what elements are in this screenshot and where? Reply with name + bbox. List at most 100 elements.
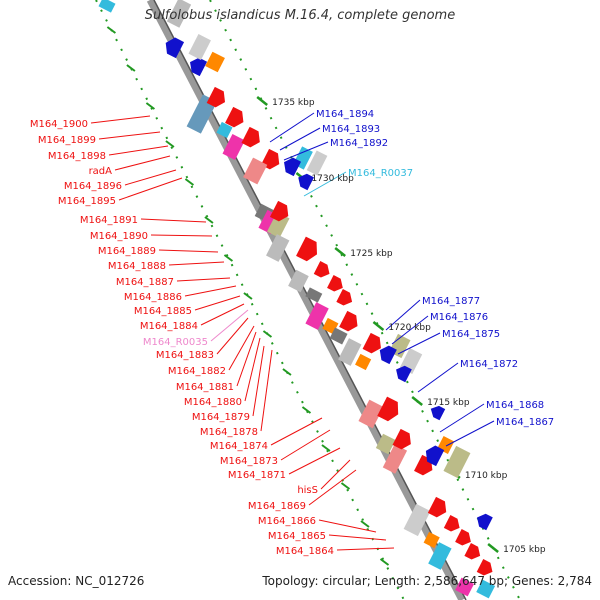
gene-callout-line xyxy=(98,131,161,140)
reverse-gene-arrow xyxy=(379,345,397,365)
gene-label-left: M164_1891 xyxy=(80,215,138,226)
gene-block xyxy=(329,327,348,345)
gene-callout-line xyxy=(236,331,257,387)
topology-text: Topology: circular; Length: 2,586,647 bp… xyxy=(262,574,592,588)
forward-gene-arrow xyxy=(392,428,411,450)
gene-callout-line xyxy=(269,112,315,143)
tick-marks xyxy=(106,26,499,566)
gene-label-left: M164_1890 xyxy=(90,231,148,242)
tick-label: 1735 kbp xyxy=(272,98,315,108)
gene-label-right: M164_1875 xyxy=(442,329,500,340)
gene-label-left: M164_1866 xyxy=(258,516,316,527)
gene-callout-line xyxy=(124,169,177,186)
tick-label: 1730 kbp xyxy=(311,174,354,184)
forward-gene-arrow xyxy=(339,310,358,332)
reverse-gene-arrow xyxy=(430,405,446,421)
gene-block xyxy=(98,0,116,13)
minor-tick-mark xyxy=(106,26,117,34)
gene-callout-line xyxy=(280,429,331,461)
gene-label-left: M164_1880 xyxy=(184,397,242,408)
forward-gene-arrow xyxy=(476,559,493,576)
forward-gene-arrow xyxy=(313,261,330,278)
gene-block xyxy=(443,445,471,479)
gene-label-left: M164_1878 xyxy=(200,427,258,438)
gene-label-left: M164_1889 xyxy=(98,246,156,257)
forward-gene-arrow xyxy=(464,543,481,560)
forward-gene-arrow xyxy=(336,289,353,306)
gene-block xyxy=(375,433,396,455)
gene-label-left: M164_1898 xyxy=(48,151,106,162)
reverse-gene-arrow xyxy=(165,37,185,59)
gene-label-left: M164_1884 xyxy=(140,321,198,332)
tick-mark xyxy=(256,96,268,106)
reverse-gene-arrow xyxy=(425,445,445,467)
gene-block xyxy=(423,531,440,549)
gene-callout-line xyxy=(150,234,213,237)
gene-block xyxy=(428,542,452,570)
gene-label-right: M164_1872 xyxy=(460,359,518,370)
reverse-gene-arrow xyxy=(284,157,302,177)
gene-label-right: M164_1868 xyxy=(486,400,544,411)
gene-callout-line xyxy=(260,349,273,432)
gene-label-left: M164_1873 xyxy=(220,456,278,467)
gene-callout-line xyxy=(228,325,255,371)
reverse-gene-arrow xyxy=(396,365,412,383)
gene-block xyxy=(188,34,211,60)
gene-callout-line xyxy=(244,337,261,402)
left-dotted-guide xyxy=(95,0,405,600)
gene-callout-line xyxy=(336,547,395,551)
gene-label-left: M164_1895 xyxy=(58,196,116,207)
minor-tick-mark xyxy=(204,216,214,224)
gene-label-right: M164_1877 xyxy=(422,296,480,307)
gene-callout-line xyxy=(168,261,225,266)
gene-block xyxy=(305,302,329,330)
gene-block xyxy=(166,0,192,28)
gene-callout-line xyxy=(216,317,249,355)
tick-mark xyxy=(411,396,423,406)
gene-callout-line xyxy=(288,447,341,475)
gene-label-left: hisS xyxy=(297,485,318,496)
minor-tick-mark xyxy=(184,178,195,186)
minor-tick-mark xyxy=(301,406,312,414)
gene-label-right: M164_1893 xyxy=(322,124,380,135)
gene-block xyxy=(288,269,309,293)
forward-gene-arrow xyxy=(377,396,399,422)
tick-label: 1725 kbp xyxy=(350,249,393,259)
gene-callout-line xyxy=(270,417,323,446)
minor-tick-mark xyxy=(321,444,331,452)
gene-block xyxy=(305,287,323,303)
gene-label-left: M164_1888 xyxy=(108,261,166,272)
gene-labels: M164_1900M164_1899M164_1898radAM164_1896… xyxy=(30,109,554,557)
gene-label-right: M164_R0037 xyxy=(348,168,413,179)
tick-mark xyxy=(487,543,499,553)
gene-callout-line xyxy=(114,155,171,171)
gene-callout-line xyxy=(90,115,151,124)
gene-callout-line xyxy=(108,145,169,156)
gene-callout-line xyxy=(194,295,241,311)
gene-label-left: M164_1896 xyxy=(64,181,122,192)
gene-callout-line xyxy=(118,177,183,201)
tick-label: 1705 kbp xyxy=(503,545,546,555)
gene-block xyxy=(338,338,362,366)
minor-tick-mark xyxy=(223,254,234,262)
gene-block xyxy=(306,150,328,176)
gene-label-left: M164_R0035 xyxy=(143,337,208,348)
gene-callout-line xyxy=(397,332,441,355)
forward-gene-arrow xyxy=(443,515,460,532)
gene-callout-line xyxy=(439,403,485,433)
gene-label-left: M164_1899 xyxy=(38,135,96,146)
gene-label-left: M164_1883 xyxy=(156,350,214,361)
gene-callout-line xyxy=(252,345,265,417)
forward-gene-arrow xyxy=(455,529,471,546)
gene-label-left: M164_1885 xyxy=(134,306,192,317)
minor-tick-mark xyxy=(145,102,156,110)
right-dotted-guide xyxy=(209,0,521,600)
forward-gene-arrow xyxy=(427,496,447,518)
gene-label-right: M164_1894 xyxy=(316,109,374,120)
gene-block xyxy=(355,353,372,371)
minor-tick-mark xyxy=(126,64,136,72)
gene-label-right: M164_1892 xyxy=(330,138,388,149)
minor-tick-mark xyxy=(243,292,253,300)
